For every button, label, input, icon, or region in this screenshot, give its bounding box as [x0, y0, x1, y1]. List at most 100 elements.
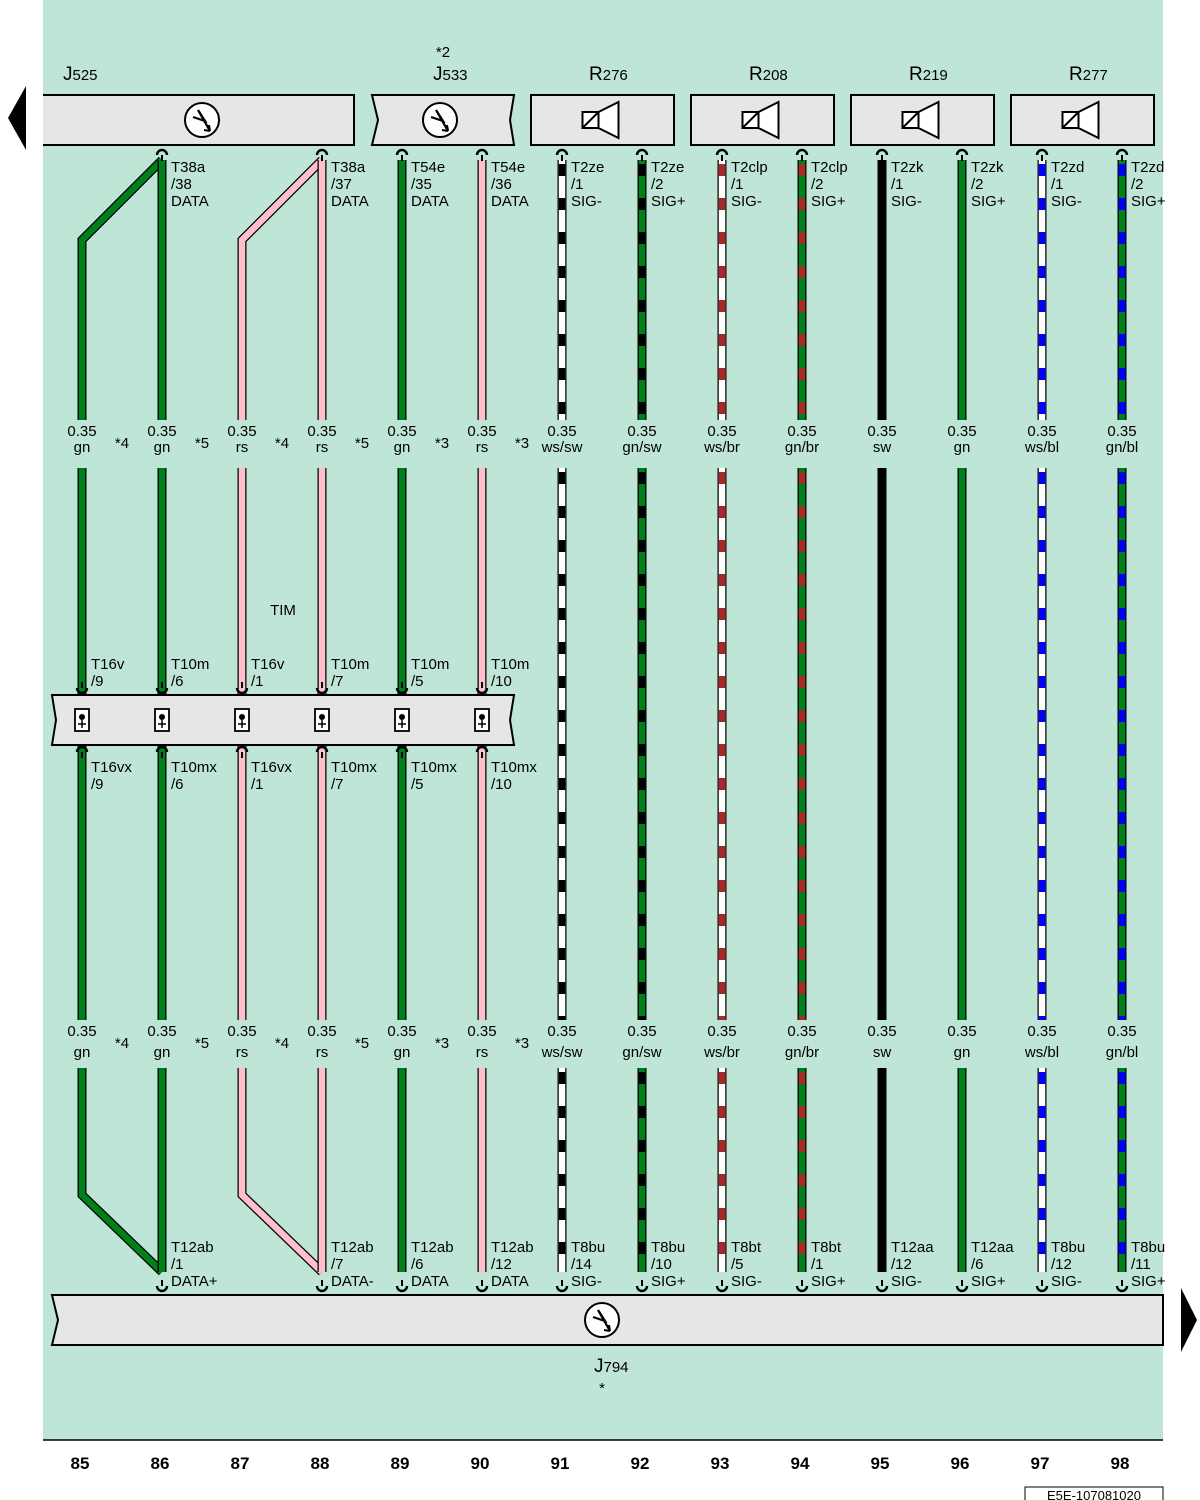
connector-hook-icon: [635, 1280, 649, 1293]
top-connector-label: DATA: [411, 193, 449, 210]
wire-note: *4: [275, 435, 289, 452]
wire-size: 0.35: [707, 1023, 736, 1040]
tim-bottom-label: T10mx: [331, 759, 377, 776]
wire-size: 0.35: [1107, 1023, 1136, 1040]
column-number: 98: [1111, 1454, 1130, 1473]
connector-hook-icon: [955, 148, 969, 161]
top-connector-label: /2: [1131, 176, 1144, 193]
wire-body: [238, 1068, 325, 1275]
top-connector-label: T2zd: [1131, 159, 1164, 176]
connector-hook-icon: [315, 1280, 329, 1293]
bottom-connector-label: /12: [1051, 1256, 1072, 1273]
connector-hook-icon: [315, 682, 329, 695]
top-connector-label: DATA: [171, 193, 209, 210]
bottom-connector-label: T12aa: [891, 1239, 934, 1256]
top-connector-label: SIG-: [891, 193, 922, 210]
component-label: R276: [589, 64, 628, 85]
connector-hook-icon: [555, 148, 569, 161]
wire-color: gn: [394, 439, 411, 456]
wire-color: gn/sw: [622, 439, 661, 456]
tim-bottom-label: T16vx: [91, 759, 132, 776]
wire-color: gn/sw: [622, 1044, 661, 1061]
wire-color: sw: [873, 1044, 892, 1061]
connector-hook-icon: [475, 682, 489, 695]
wire-size: 0.35: [627, 423, 656, 440]
bottom-connector-label: SIG-: [731, 1273, 762, 1290]
wire-color: gn: [74, 1044, 91, 1061]
component-sub: 277: [1083, 67, 1108, 84]
tim-bottom-label: /5: [411, 776, 424, 793]
tim-top-label: /10: [491, 673, 512, 690]
bottom-connector-label: SIG+: [1131, 1273, 1166, 1290]
component-sub: 219: [923, 67, 948, 84]
component-name: J: [433, 64, 443, 85]
wire-note: *5: [355, 435, 369, 452]
connector-pin-icon: [154, 708, 170, 732]
bottom-connector-label: SIG-: [571, 1273, 602, 1290]
connector-hook-icon: [715, 148, 729, 161]
top-connector-label: /2: [971, 176, 984, 193]
bottom-connector-label: /6: [411, 1256, 424, 1273]
wire-size: 0.35: [227, 423, 256, 440]
wire-size: 0.35: [547, 1023, 576, 1040]
column-number: 89: [391, 1454, 410, 1473]
tim-top-label: T10m: [491, 656, 529, 673]
top-connector-label: /35: [411, 176, 432, 193]
column-number: 93: [711, 1454, 730, 1473]
wire-color: rs: [316, 439, 329, 456]
wire-color: ws/br: [703, 1044, 740, 1061]
bottom-connector-label: T8bu: [1051, 1239, 1085, 1256]
wire-note: *4: [115, 435, 129, 452]
component-name: J: [63, 64, 73, 85]
column-number: 92: [631, 1454, 650, 1473]
wire-size: 0.35: [387, 1023, 416, 1040]
wire-color: ws/bl: [1024, 1044, 1059, 1061]
wire-size: 0.35: [307, 423, 336, 440]
wire-color: gn: [954, 439, 971, 456]
page-next-arrow-icon[interactable]: [1181, 1288, 1197, 1352]
bottom-connector-label: DATA: [411, 1273, 449, 1290]
doc-code: E5E-107081020: [1047, 1488, 1141, 1500]
bottom-connector-label: SIG+: [811, 1273, 846, 1290]
wire-size: 0.35: [787, 423, 816, 440]
tim-top-label: /9: [91, 673, 104, 690]
bottom-connector-label: /10: [651, 1256, 672, 1273]
connector-hook-icon: [315, 148, 329, 161]
bottom-connector-label: T8bt: [731, 1239, 762, 1256]
top-connector-label: T2zk: [891, 159, 924, 176]
component-label: J533: [433, 64, 468, 85]
wire-size: 0.35: [947, 423, 976, 440]
tim-top-label: /5: [411, 673, 424, 690]
top-connector-label: SIG+: [1131, 193, 1166, 210]
connector-pin-icon: [474, 708, 490, 732]
tim-bottom-label: T16vx: [251, 759, 292, 776]
component-note: *: [599, 1380, 605, 1397]
top-connector-label: DATA: [331, 193, 369, 210]
top-connector-label: /1: [731, 176, 744, 193]
top-connector-label: SIG+: [971, 193, 1006, 210]
top-connector-label: DATA: [491, 193, 529, 210]
wire-size: 0.35: [467, 1023, 496, 1040]
bottom-connector-label: T12ab: [171, 1239, 214, 1256]
page-prev-arrow-icon[interactable]: [8, 86, 26, 150]
speaker-icon: [741, 100, 780, 140]
tim-top-label: T10m: [171, 656, 209, 673]
wire-color: gn: [154, 439, 171, 456]
top-connector-label: /2: [811, 176, 824, 193]
wire-color: gn: [74, 439, 91, 456]
connector-hook-icon: [155, 148, 169, 161]
top-connector-label: /1: [1051, 176, 1064, 193]
top-connector-label: T54e: [491, 159, 525, 176]
top-connector-label: T2zk: [971, 159, 1004, 176]
tim-top-label: T16v: [91, 656, 125, 673]
component-sub: 525: [73, 67, 98, 84]
bottom-connector-label: T12ab: [491, 1239, 534, 1256]
wire-color: ws/sw: [541, 1044, 583, 1061]
wire-size: 0.35: [467, 423, 496, 440]
wire-color: sw: [873, 439, 892, 456]
tim-top-label: T10m: [411, 656, 449, 673]
top-connector-label: SIG+: [651, 193, 686, 210]
wire-note: *5: [195, 1035, 209, 1052]
junction-tim: [50, 694, 516, 746]
ecu-icon: [584, 1302, 620, 1338]
